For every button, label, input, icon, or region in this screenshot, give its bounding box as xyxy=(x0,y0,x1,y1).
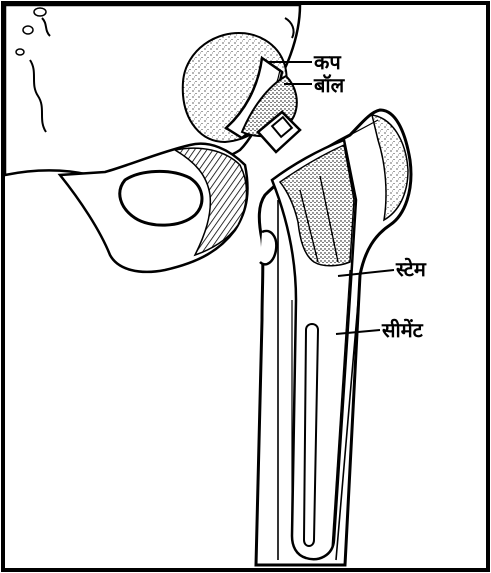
label-ball: बॉल xyxy=(313,73,346,97)
label-cement: सीमेंट xyxy=(381,318,424,342)
label-stem: स्टेम xyxy=(395,257,427,281)
label-cup: कप xyxy=(313,50,342,74)
